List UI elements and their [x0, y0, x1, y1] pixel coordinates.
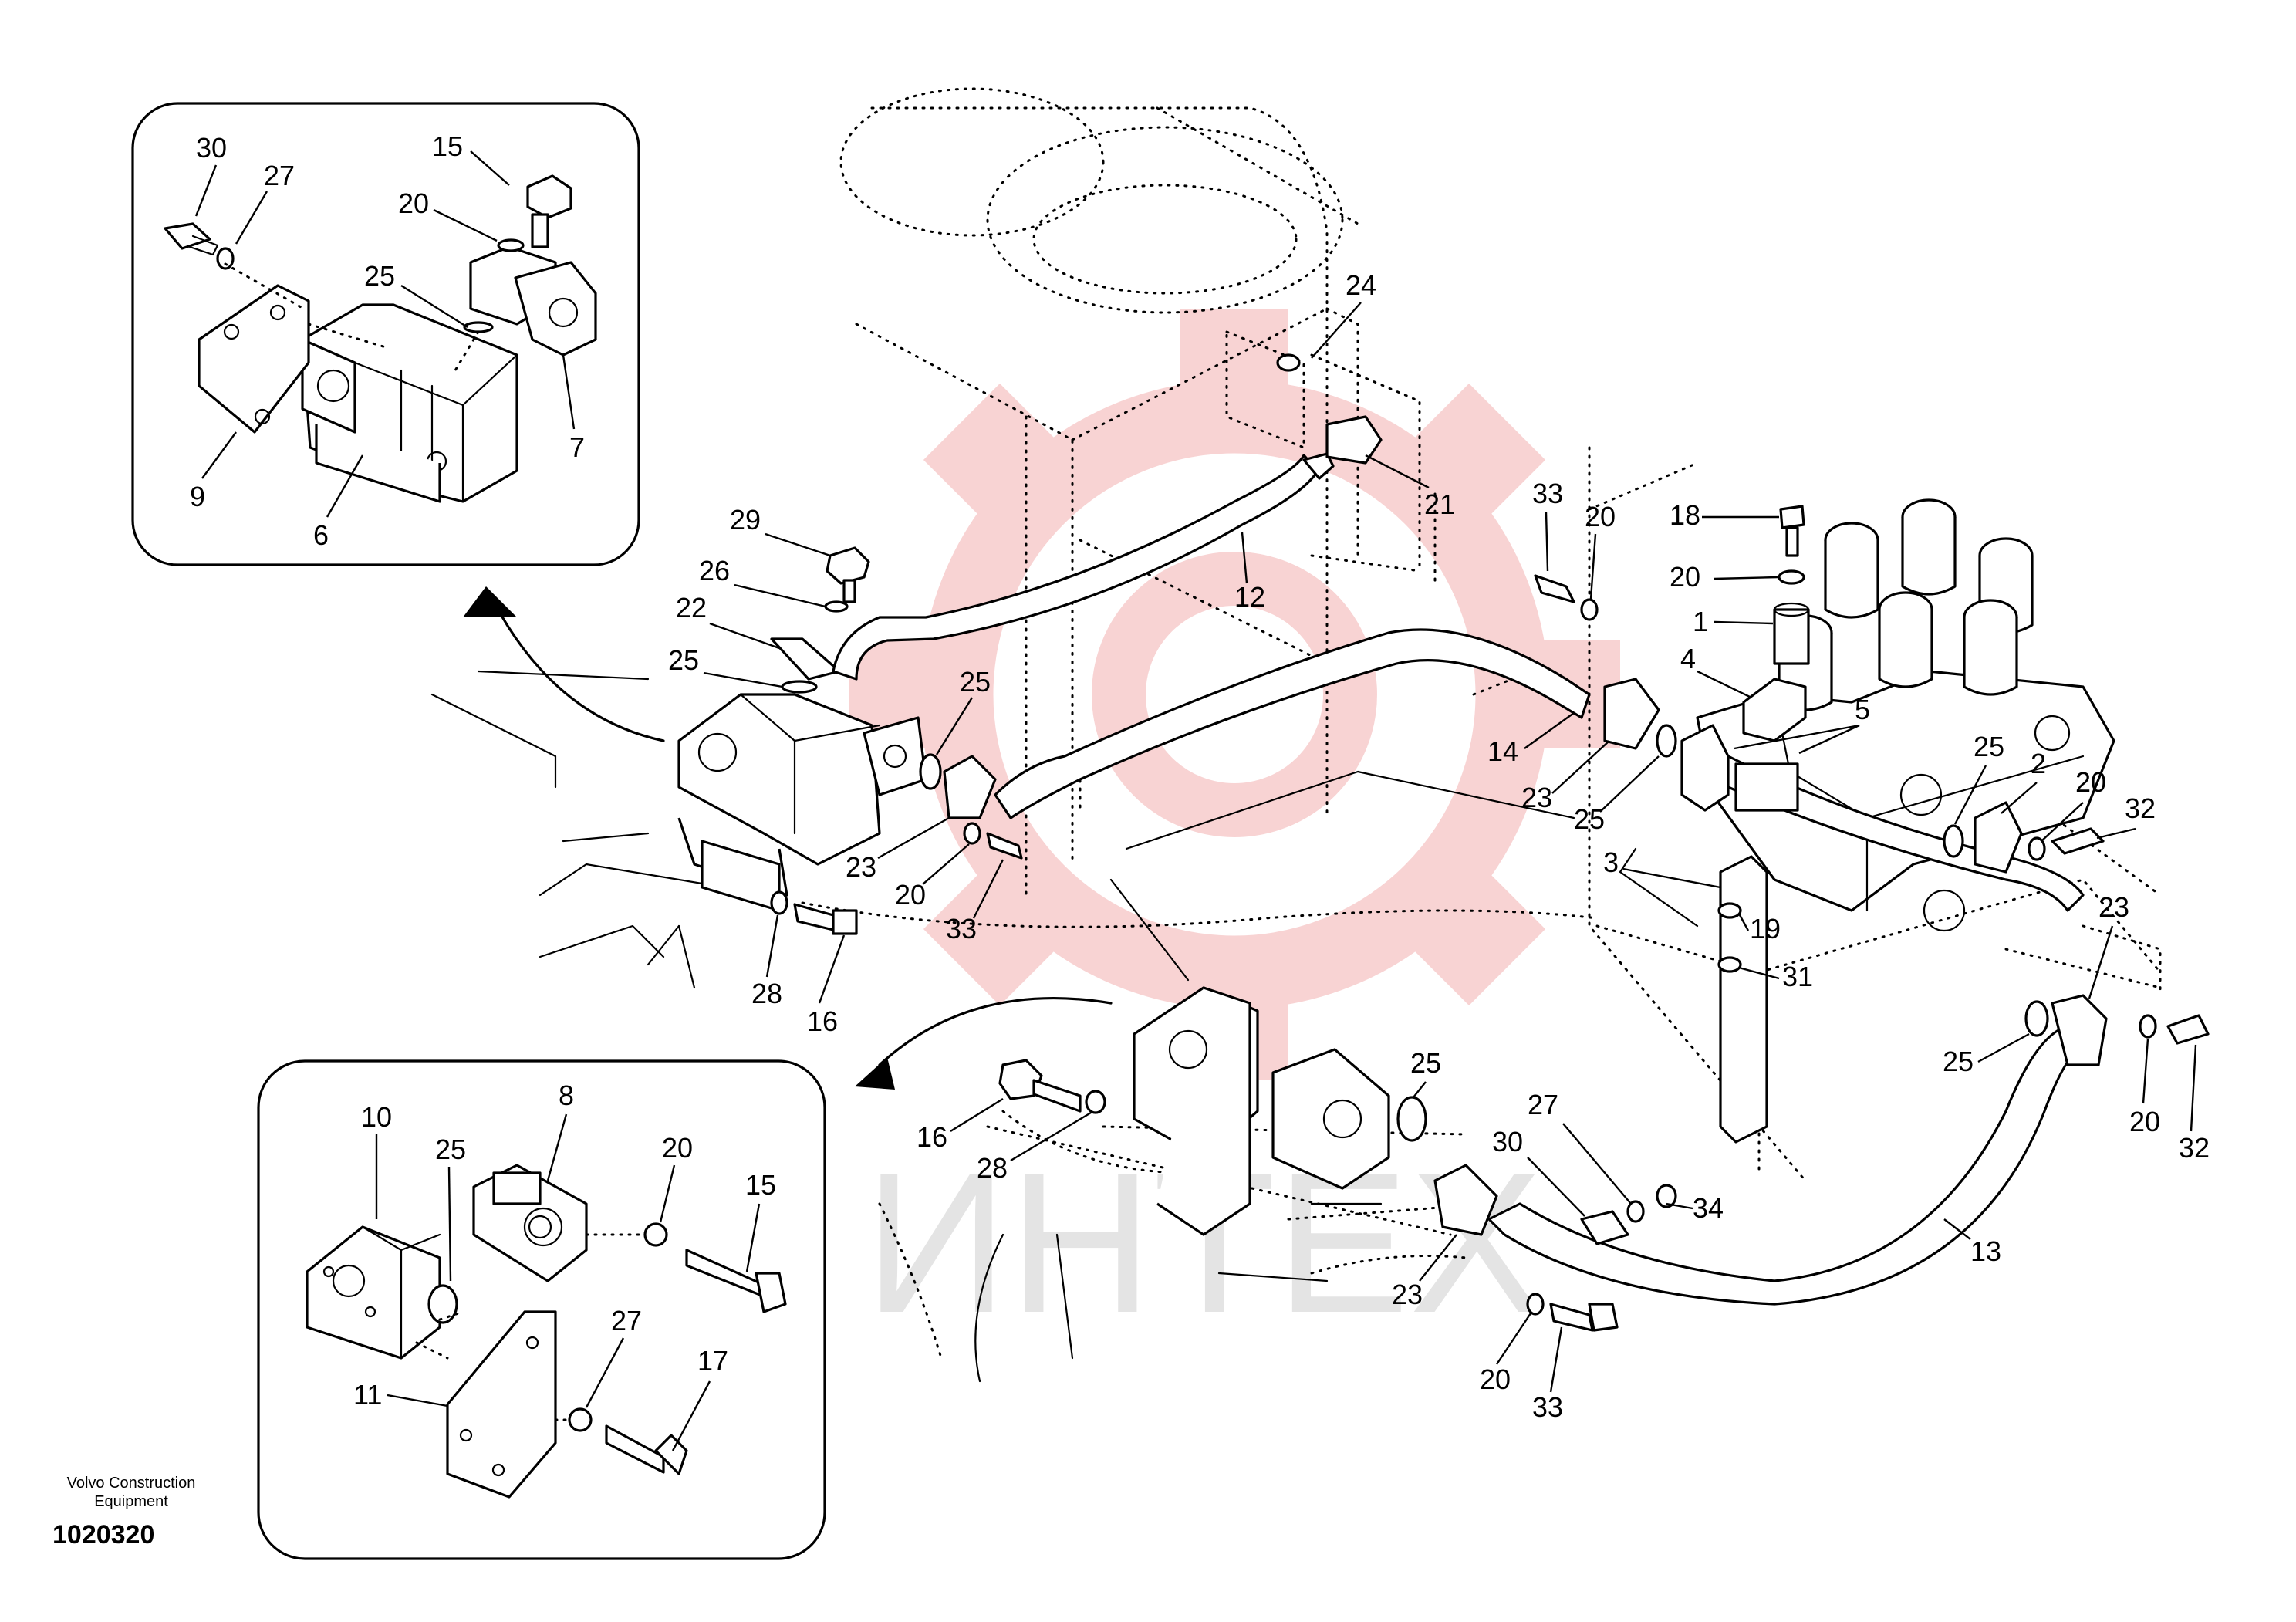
- manufacturer-caption: Volvo Construction Equipment: [46, 1474, 216, 1511]
- arrow-head-bottom: [855, 1057, 895, 1090]
- inset-pump-assembly-parts: [164, 174, 597, 503]
- label-6: 6: [313, 519, 329, 551]
- arrow-to-bottom-inset: [878, 996, 1113, 1066]
- label-22: 22: [676, 592, 707, 623]
- label-25: 25: [1943, 1046, 1974, 1077]
- label-26: 26: [699, 555, 730, 586]
- inset-bottom-callouts: 10 25 8 20 15 27 17 11: [353, 1080, 776, 1451]
- label-23: 23: [846, 851, 876, 883]
- inset-top-callouts: 30 27 15 20 25 7 9 6: [190, 130, 585, 551]
- label-1: 1: [1693, 606, 1708, 637]
- label-8: 8: [559, 1080, 574, 1111]
- label-30: 30: [196, 132, 227, 164]
- label-20: 20: [2129, 1106, 2160, 1137]
- label-20: 20: [2075, 766, 2106, 798]
- drawing-number: 1020320: [52, 1520, 155, 1549]
- label-5: 5: [1855, 694, 1870, 725]
- solenoid-caps: [1778, 498, 2034, 711]
- label-16: 16: [917, 1121, 947, 1153]
- label-33: 33: [946, 913, 977, 944]
- label-17: 17: [697, 1345, 728, 1377]
- label-34: 34: [1693, 1192, 1724, 1224]
- label-24: 24: [1346, 269, 1376, 301]
- label-31: 31: [1782, 961, 1813, 992]
- main-callouts: 24 21 12 29 26 22 25 25 23 20 33 28 16 3…: [668, 269, 2210, 1423]
- label-25: 25: [364, 260, 395, 292]
- label-15: 15: [745, 1169, 776, 1201]
- label-20: 20: [1585, 501, 1616, 532]
- label-25: 25: [435, 1134, 466, 1165]
- label-28: 28: [751, 978, 782, 1009]
- label-25: 25: [960, 666, 991, 698]
- label-4: 4: [1680, 643, 1696, 674]
- label-32: 32: [2179, 1132, 2210, 1164]
- inset-valve-block-frame: [257, 1059, 826, 1560]
- label-27: 27: [611, 1305, 642, 1336]
- arrow-to-top-inset: [492, 600, 665, 742]
- label-19: 19: [1750, 913, 1781, 944]
- label-20: 20: [1480, 1363, 1511, 1395]
- label-14: 14: [1487, 735, 1518, 767]
- label-25: 25: [1574, 803, 1605, 835]
- label-33: 33: [1532, 478, 1563, 509]
- label-11: 11: [353, 1379, 382, 1411]
- label-25: 25: [1410, 1047, 1441, 1079]
- manufacturer-name-line2: Equipment: [94, 1493, 168, 1510]
- label-23: 23: [1392, 1279, 1423, 1310]
- label-2: 2: [2031, 748, 2046, 779]
- manufacturer-name-line1: Volvo Construction: [66, 1475, 196, 1492]
- label-23: 23: [1521, 782, 1552, 813]
- label-20: 20: [895, 879, 926, 911]
- label-20: 20: [1670, 561, 1700, 593]
- main-pump-assembly: [677, 353, 2210, 1332]
- inset-pump-assembly-frame: [131, 102, 640, 566]
- label-13: 13: [1970, 1235, 2001, 1267]
- label-25: 25: [668, 644, 699, 676]
- label-3: 3: [1603, 846, 1619, 878]
- label-10: 10: [361, 1101, 392, 1133]
- arrow-head-top: [463, 586, 517, 617]
- label-27: 27: [264, 160, 295, 191]
- label-32: 32: [2125, 792, 2156, 824]
- label-20: 20: [662, 1132, 693, 1164]
- label-16: 16: [807, 1005, 838, 1037]
- label-7: 7: [569, 431, 585, 463]
- label-25: 25: [1974, 731, 2004, 762]
- label-33: 33: [1532, 1391, 1563, 1423]
- label-12: 12: [1234, 581, 1265, 613]
- machine-body-lines: [430, 670, 1699, 1383]
- label-9: 9: [190, 481, 205, 512]
- label-21: 21: [1424, 488, 1455, 520]
- label-20: 20: [398, 188, 429, 219]
- label-15: 15: [432, 130, 463, 162]
- label-23: 23: [2098, 891, 2129, 923]
- label-29: 29: [730, 504, 761, 536]
- label-27: 27: [1528, 1089, 1558, 1120]
- label-18: 18: [1670, 499, 1700, 531]
- label-30: 30: [1492, 1126, 1523, 1157]
- inset-valve-block-parts: [306, 1164, 787, 1499]
- label-28: 28: [977, 1152, 1008, 1184]
